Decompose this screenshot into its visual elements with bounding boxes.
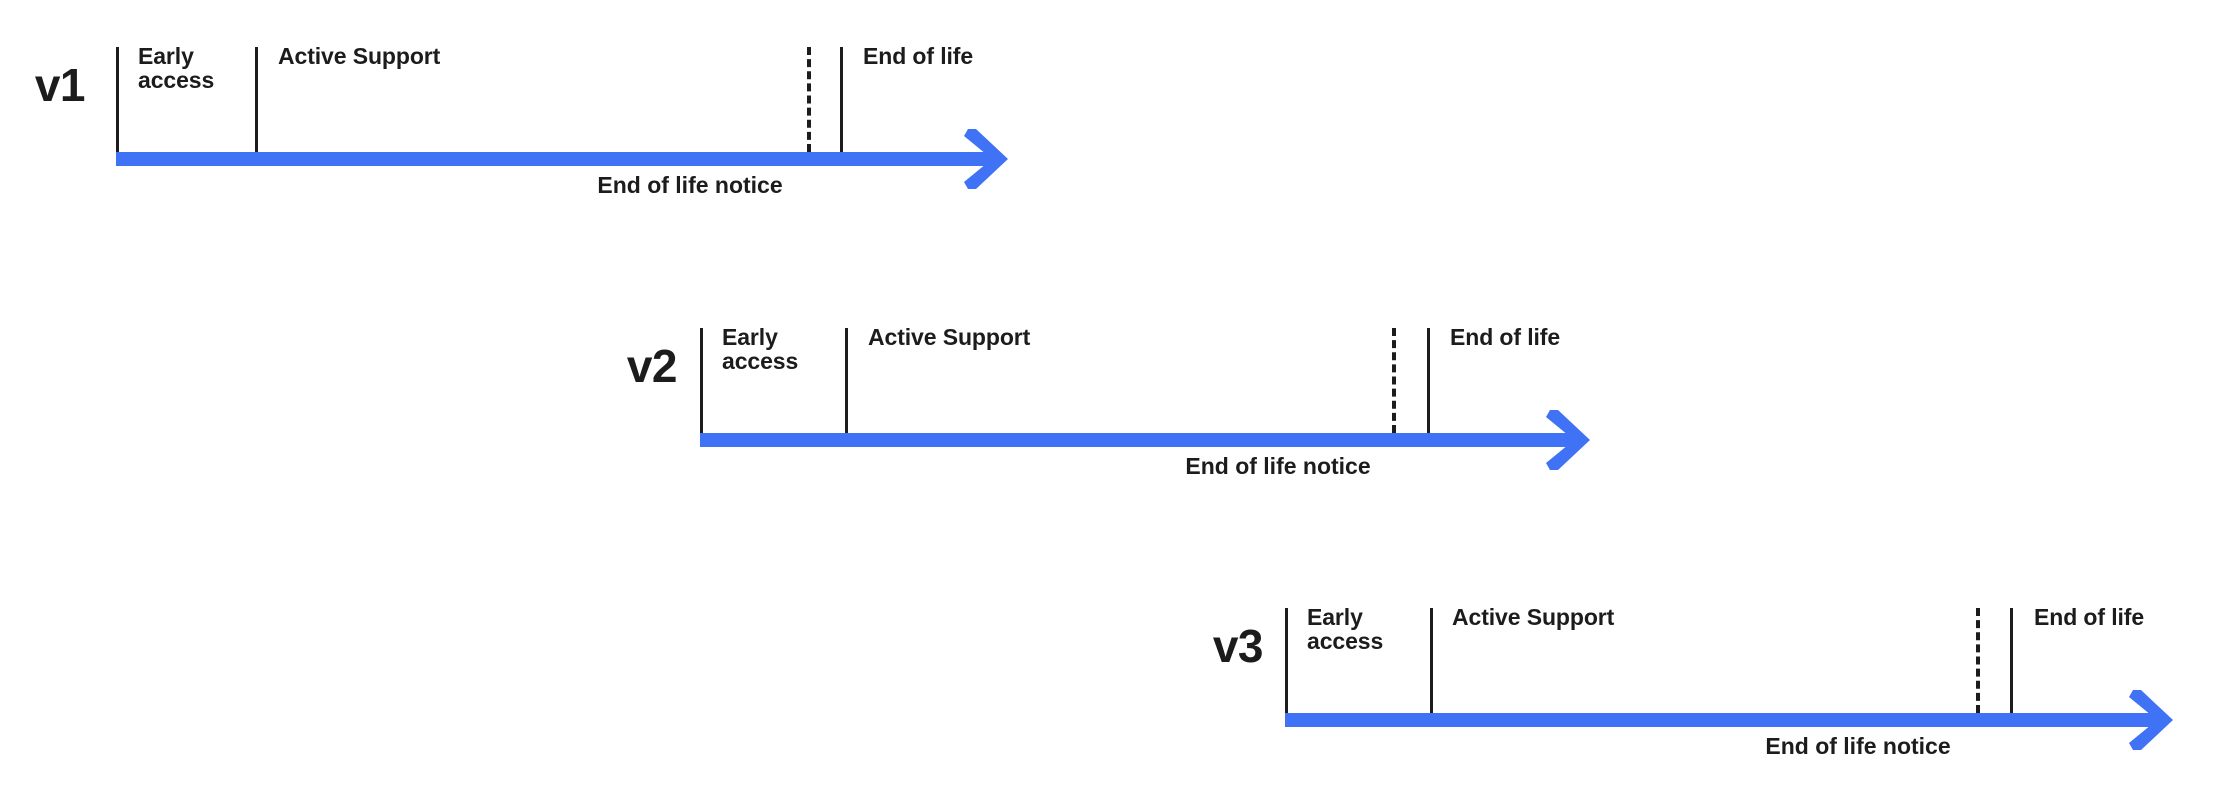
phase-label-active-support-v1: Active Support	[278, 43, 441, 69]
version-label-v3: v3	[1212, 620, 1264, 672]
phase-label-active-support-v2: Active Support	[868, 324, 1031, 350]
tick-start-v2	[700, 328, 703, 433]
tick-end-of-life-v1	[840, 47, 843, 152]
tick-active-support-v1	[255, 47, 258, 152]
phase-label-early-access-v3: Early access	[1307, 604, 1384, 655]
phase-label-early-access-v1: Early access	[138, 43, 215, 94]
phase-label-end-of-life-v2: End of life	[1450, 324, 1561, 350]
tick-active-support-v3	[1430, 608, 1433, 713]
lifecycle-track-v3	[1285, 713, 2165, 727]
notice-label-v1: End of life notice	[597, 172, 783, 198]
phase-label-end-of-life-v3: End of life	[2034, 604, 2145, 630]
phase-label-early-access-v2: Early access	[722, 324, 799, 375]
lifecycle-track-v2	[700, 433, 1582, 447]
tick-end-of-life-v3	[2010, 608, 2013, 713]
tick-end-of-life-notice-v2	[1392, 328, 1396, 433]
lifecycle-track-v1	[116, 152, 1000, 166]
notice-label-v3: End of life notice	[1765, 733, 1951, 759]
phase-label-end-of-life-v1: End of life	[863, 43, 974, 69]
version-label-v1: v1	[34, 59, 86, 111]
tick-end-of-life-v2	[1427, 328, 1430, 433]
tick-start-v3	[1285, 608, 1288, 713]
tick-end-of-life-notice-v1	[807, 47, 811, 152]
version-label-v2: v2	[626, 340, 678, 392]
notice-label-v2: End of life notice	[1185, 453, 1371, 479]
tick-active-support-v2	[845, 328, 848, 433]
phase-label-active-support-v3: Active Support	[1452, 604, 1615, 630]
tick-start-v1	[116, 47, 119, 152]
tick-end-of-life-notice-v3	[1976, 608, 1980, 713]
